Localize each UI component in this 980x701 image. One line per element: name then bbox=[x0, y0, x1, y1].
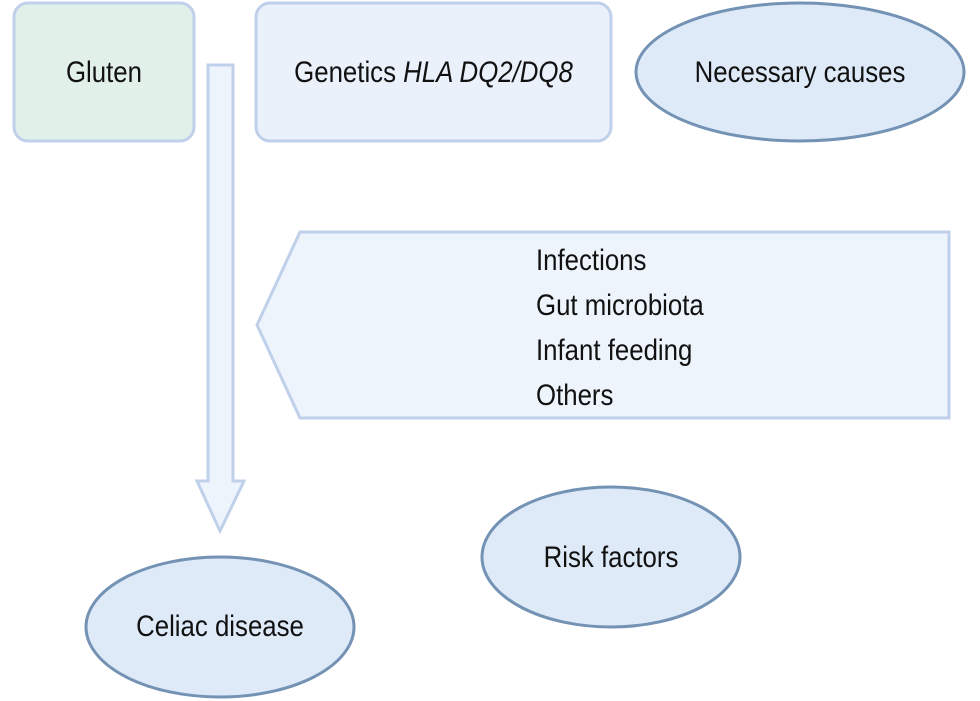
risk-factors-ellipse bbox=[480, 485, 742, 629]
gluten-text: Gluten bbox=[65, 56, 143, 89]
necessary-causes-ellipse bbox=[634, 1, 966, 143]
necessary-causes-label: Necessary causes bbox=[659, 58, 941, 88]
necessary-causes-text: Necessary causes bbox=[694, 56, 906, 89]
celiac-disease-text: Celiac disease bbox=[136, 610, 304, 643]
risk-factor-others: Others bbox=[536, 379, 614, 412]
risk-factors-label: Risk factors bbox=[500, 543, 722, 573]
risk-factor-list: Infections Gut microbiota Infant feeding… bbox=[536, 238, 704, 418]
risk-factor-gut-microbiota: Gut microbiota bbox=[536, 289, 704, 322]
risk-factor-infant-feeding: Infant feeding bbox=[536, 334, 693, 367]
risk-factors-pentagon bbox=[255, 230, 951, 420]
gluten-box bbox=[12, 1, 196, 143]
downward-arrow bbox=[194, 63, 247, 535]
risk-factor-infections: Infections bbox=[536, 244, 647, 277]
gluten-label: Gluten bbox=[27, 58, 182, 88]
genetics-gene-text: HLA DQ2/DQ8 bbox=[403, 56, 573, 89]
celiac-disease-ellipse bbox=[84, 555, 356, 699]
risk-factors-text: Risk factors bbox=[543, 541, 679, 574]
genetics-box bbox=[254, 1, 613, 143]
genetics-label: Genetics HLA DQ2/DQ8 bbox=[281, 58, 586, 88]
genetics-prefix-text: Genetics bbox=[294, 56, 396, 89]
celiac-disease-label: Celiac disease bbox=[105, 612, 335, 642]
